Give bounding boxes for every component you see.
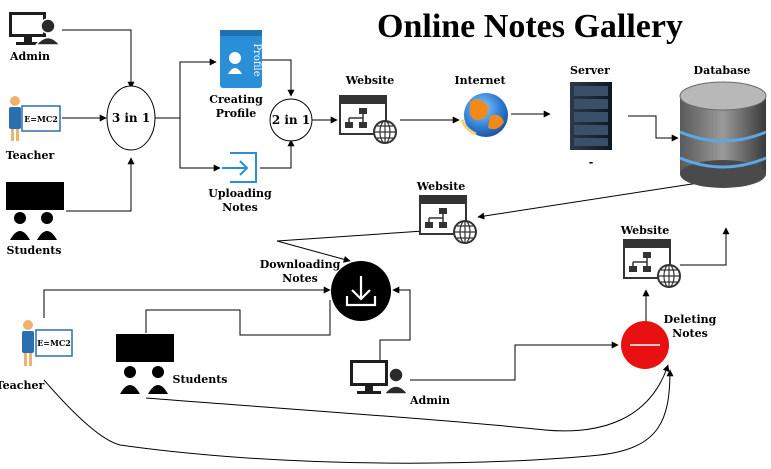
students-top-label: Students (7, 244, 62, 257)
creating-profile-node: Profile Creating Profile (209, 30, 263, 120)
teacher-board-icon: E=MC2 (22, 320, 73, 366)
internet-globe-icon (460, 93, 508, 137)
downloading-notes-label-2: Notes (282, 272, 318, 285)
connectors (43, 29, 730, 464)
teacher-bottom-label: Teacher (0, 379, 44, 392)
server-rack-icon (570, 82, 612, 150)
three-in-one-label: 3 in 1 (112, 111, 150, 125)
server-node: Server - (570, 64, 612, 169)
students-icon (116, 334, 174, 394)
students-bottom-label: Students (173, 373, 228, 386)
downloading-notes-label-1: Downloading (260, 258, 341, 271)
website-mid-label: Website (416, 180, 466, 193)
admin-computer-icon (350, 360, 410, 395)
deleting-notes-node: Deleting Notes (621, 313, 717, 369)
deleting-notes-label-2: Notes (672, 327, 708, 340)
website-right-label: Website (620, 224, 670, 237)
website-network-icon (623, 239, 681, 288)
two-in-one-node: 2 in 1 (269, 98, 313, 142)
website-right-node: Website (620, 224, 681, 288)
teacher-bottom-board-text: E=MC2 (37, 338, 71, 348)
server-dash-label: - (589, 156, 594, 169)
teacher-top-label: Teacher (6, 149, 55, 162)
admin-bottom-label: Admin (409, 394, 450, 407)
website-top-node: Website (339, 74, 397, 144)
internet-node: Internet (454, 74, 508, 137)
profile-card-text: Profile (251, 43, 262, 76)
database-node: Database (679, 64, 767, 188)
page-title: Online Notes Gallery (377, 8, 683, 45)
creating-profile-label-2: Profile (216, 107, 257, 120)
database-icon (679, 81, 767, 188)
downloading-notes-node: Downloading Notes (260, 258, 391, 321)
internet-label: Internet (454, 74, 506, 87)
website-mid-node: Website (416, 180, 477, 244)
admin-computer-icon (9, 12, 62, 46)
teacher-top-board-text: E=MC2 (24, 114, 58, 124)
server-label: Server (570, 64, 610, 77)
uploading-notes-label-2: Notes (222, 201, 258, 214)
students-icon (6, 182, 64, 240)
creating-profile-label-1: Creating (209, 93, 263, 106)
deleting-notes-label-1: Deleting (664, 313, 717, 326)
website-network-icon (419, 195, 477, 244)
students-bottom-node: Students (116, 334, 227, 394)
delete-icon (621, 321, 669, 369)
website-top-label: Website (345, 74, 395, 87)
teacher-bottom-node: E=MC2 Teacher (0, 320, 73, 392)
upload-icon (222, 152, 257, 183)
three-in-one-node: 3 in 1 (106, 85, 156, 151)
database-label: Database (694, 64, 751, 77)
profile-card-icon: Profile (220, 30, 262, 88)
uploading-notes-node: Uploading Notes (208, 152, 272, 214)
website-network-icon (339, 95, 397, 144)
students-top-node: Students (6, 182, 64, 257)
teacher-board-icon: E=MC2 (9, 96, 61, 141)
teacher-top-node: E=MC2 Teacher (6, 96, 61, 162)
admin-top-label: Admin (9, 50, 50, 63)
two-in-one-label: 2 in 1 (272, 113, 310, 127)
admin-bottom-node: Admin (350, 360, 450, 407)
uploading-notes-label-1: Uploading (208, 187, 272, 200)
download-icon (331, 261, 391, 321)
admin-top-node: Admin (9, 12, 62, 63)
